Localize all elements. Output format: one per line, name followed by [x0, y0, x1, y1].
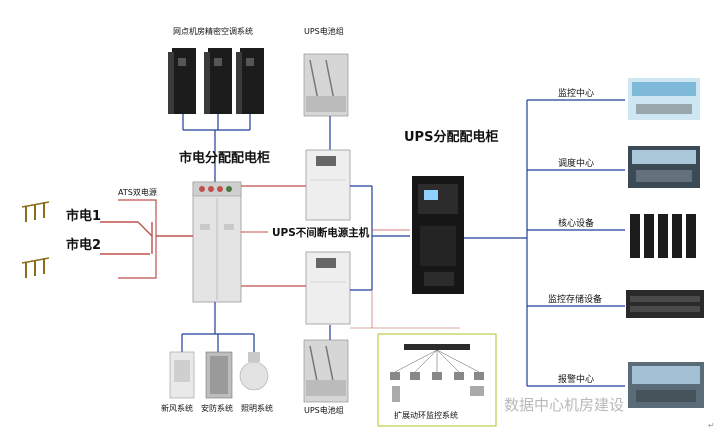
battery-bottom-label: UPS电池组: [304, 406, 344, 415]
mains-cabinet-label: 市电分配配电柜: [179, 151, 271, 166]
dispatch-center-image: [628, 146, 700, 188]
ups-host-lower: [305, 251, 351, 325]
branch-label-core-equipment: 核心设备: [558, 219, 595, 229]
ac-unit: [236, 48, 264, 114]
ats-label: ATS双电源: [118, 188, 157, 197]
ac-unit: [204, 48, 232, 114]
ac-units: [168, 48, 264, 182]
alarm-center-image: [628, 362, 704, 408]
ac-system-label: 网点机房精密空调系统: [173, 27, 253, 36]
ups-dist-label: UPS分配配电柜: [404, 130, 499, 145]
ac-unit: [168, 48, 196, 114]
mains-pole-icon-1: [21, 201, 50, 222]
corner-mark: ↵: [708, 421, 715, 430]
fresh-air-unit-image: [169, 351, 195, 399]
battery-bank-bottom: [303, 325, 349, 403]
branch-label-monitor-center: 监控中心: [558, 89, 595, 99]
security-label: 安防系统: [201, 404, 233, 413]
battery-top-label: UPS电池组: [304, 27, 344, 36]
branch-label-dispatch-center: 调度中心: [558, 159, 595, 169]
branch-label-monitor-storage: 监控存储设备: [548, 295, 603, 305]
core-equipment-image: [630, 214, 696, 258]
monitoring-system-box: [377, 333, 497, 427]
ats-switch: [100, 199, 193, 279]
ups-host-label: UPS不间断电源主机: [272, 227, 370, 239]
watermark: 数据中心机房建设: [504, 396, 625, 414]
mains-distribution-cabinet: [192, 181, 242, 303]
mains-1-label: 市电1: [66, 209, 102, 224]
monitor-center-image: [628, 78, 700, 120]
light-bulb-image: [239, 352, 269, 391]
monitor-storage-image: [626, 290, 704, 318]
branch-label-alarm-center: 报警中心: [558, 375, 595, 385]
fresh-air-label: 新风系统: [161, 404, 193, 413]
mains-2-label: 市电2: [66, 238, 102, 253]
security-door-image: [205, 351, 233, 399]
lighting-label: 照明系统: [241, 404, 273, 413]
mains-pole-icon-2: [21, 257, 50, 278]
ups-distribution-cabinet: [412, 176, 464, 294]
ups-host-upper: [305, 149, 351, 221]
battery-bank-top: [303, 53, 349, 150]
monitoring-label: 扩展动环监控系统: [394, 411, 458, 420]
